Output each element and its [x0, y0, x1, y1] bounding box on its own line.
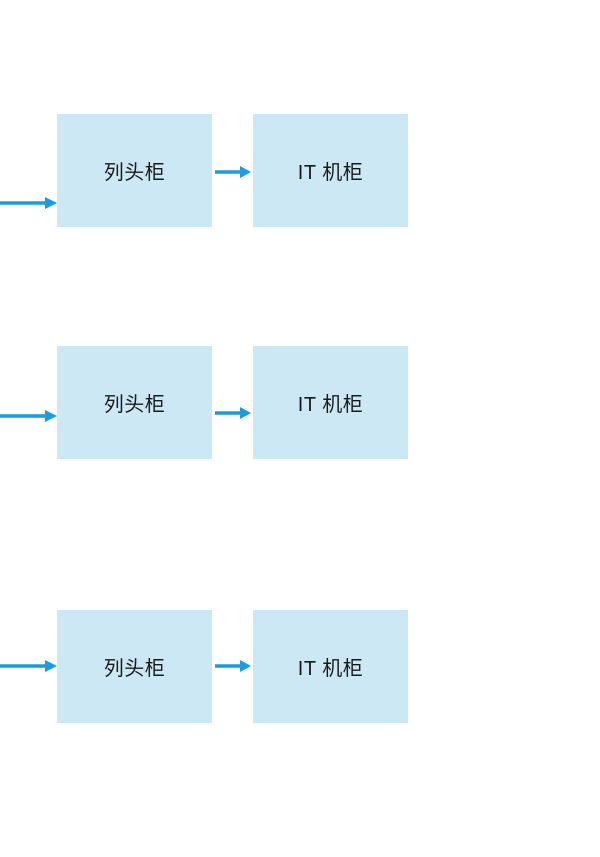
node-label: 列头柜: [103, 394, 166, 416]
node-label: 列头柜: [103, 162, 166, 184]
node-row-head-cabinet: 列头柜: [57, 346, 212, 459]
input-arrow-icon: [0, 660, 57, 672]
node-label: IT 机柜: [297, 658, 364, 680]
node-row-head-cabinet: 列头柜: [57, 114, 212, 227]
flow-arrow-icon: [215, 166, 251, 178]
node-it-cabinet: IT 机柜: [253, 346, 408, 459]
flow-arrow-icon: [215, 407, 251, 419]
node-label: IT 机柜: [297, 162, 364, 184]
input-arrow-icon: [0, 410, 57, 422]
node-it-cabinet: IT 机柜: [253, 114, 408, 227]
node-label: 列头柜: [103, 658, 166, 680]
node-row-head-cabinet: 列头柜: [57, 610, 212, 723]
node-label: IT 机柜: [297, 394, 364, 416]
input-arrow-icon: [0, 197, 57, 209]
flow-arrow-icon: [215, 660, 251, 672]
node-it-cabinet: IT 机柜: [253, 610, 408, 723]
